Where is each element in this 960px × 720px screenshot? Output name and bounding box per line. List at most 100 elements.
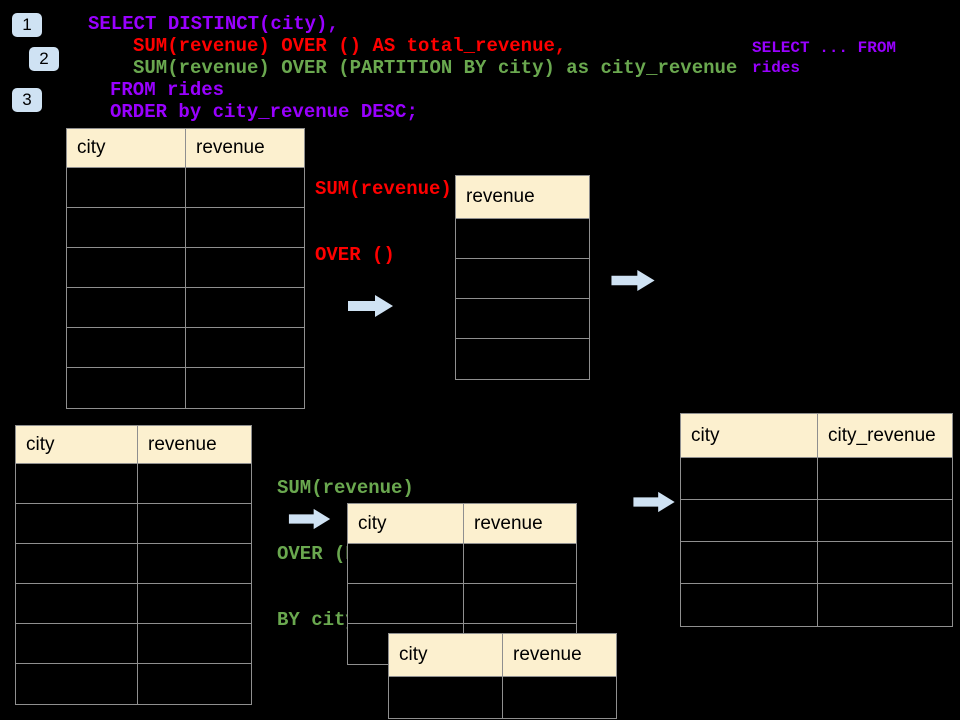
table-cell-empty — [186, 248, 304, 287]
column-header-revenue: revenue — [464, 504, 576, 543]
table-row — [67, 368, 304, 408]
table-header-row: city city_revenue — [681, 414, 952, 458]
table-cell-empty — [186, 328, 304, 367]
arrow-revenue-to-total-icon — [611, 269, 655, 292]
sql-select-line: SELECT DISTINCT(city), — [88, 13, 339, 35]
table-row — [681, 500, 952, 542]
table-cell-empty — [67, 368, 186, 408]
table-cell-empty — [389, 677, 503, 718]
table-row — [16, 664, 251, 704]
table-cell-empty — [348, 584, 464, 623]
table-header-row: city revenue — [389, 634, 616, 677]
table-cell-empty — [138, 544, 251, 583]
column-header-city: city — [67, 129, 186, 167]
sql-order-line: ORDER by city_revenue DESC; — [110, 101, 418, 123]
table-header-row: city revenue — [16, 426, 251, 464]
table-row — [456, 259, 589, 299]
table-header-row: city revenue — [67, 129, 304, 168]
table-cell-empty — [681, 542, 818, 583]
table-row — [16, 464, 251, 504]
table-header-row: city revenue — [348, 504, 576, 544]
table-cell-empty — [456, 219, 589, 258]
table-row — [348, 544, 576, 584]
table-cell-empty — [818, 584, 952, 626]
table-cell-empty — [456, 339, 589, 379]
sql-city-revenue-line: SUM(revenue) OVER (PARTITION BY city) as… — [133, 57, 738, 79]
table-cell-empty — [456, 259, 589, 298]
table-cell-empty — [681, 500, 818, 541]
table-cell-empty — [186, 288, 304, 327]
column-header-city: city — [389, 634, 503, 676]
table-cell-empty — [16, 584, 138, 623]
column-header-city: city — [681, 414, 818, 457]
table-row — [67, 288, 304, 328]
step-badge-2: 2 — [29, 47, 59, 71]
table-row — [456, 299, 589, 339]
annotation-line: SUM(revenue) — [277, 477, 414, 499]
annotation-line: SUM(revenue) — [315, 178, 452, 200]
table-cell-empty — [818, 500, 952, 541]
arrow-partition-to-result-icon — [633, 491, 675, 513]
table-cell-empty — [818, 542, 952, 583]
sql-from-line: FROM rides — [110, 79, 225, 101]
table-cell-empty — [681, 458, 818, 499]
column-header-city-revenue: city_revenue — [818, 414, 952, 457]
column-header-city: city — [348, 504, 464, 543]
step-badge-3: 3 — [12, 88, 42, 112]
table-row — [67, 208, 304, 248]
table-cell-empty — [681, 584, 818, 626]
column-header-city: city — [16, 426, 138, 463]
table-cell-empty — [464, 584, 576, 623]
table-cell-empty — [67, 208, 186, 247]
arrow-source-to-partition-icon — [288, 508, 331, 530]
table-row — [681, 542, 952, 584]
table-cell-empty — [186, 208, 304, 247]
table-row — [456, 219, 589, 259]
table-cell-empty — [138, 464, 251, 503]
arrow-source-to-revenue-icon — [348, 295, 393, 317]
table-cell-empty — [67, 168, 186, 207]
table-cell-empty — [16, 664, 138, 704]
table-row — [389, 677, 616, 718]
table-row — [16, 584, 251, 624]
table-cell-empty — [818, 458, 952, 499]
table-cell-empty — [464, 544, 576, 583]
table-cell-empty — [138, 624, 251, 663]
table-row — [67, 248, 304, 288]
table-cell-empty — [16, 504, 138, 543]
table-cell-empty — [67, 328, 186, 367]
table-row — [681, 584, 952, 626]
column-header-revenue: revenue — [138, 426, 251, 463]
table-cell-empty — [456, 299, 589, 338]
column-header-revenue: revenue — [456, 176, 589, 218]
table-header-row: revenue — [456, 176, 589, 219]
table-revenue-only: revenue — [455, 175, 590, 380]
sql-total-revenue-line: SUM(revenue) OVER () AS total_revenue, — [133, 35, 567, 57]
table-result: city city_revenue — [680, 413, 953, 627]
table-rides-source-bottom: city revenue — [15, 425, 252, 705]
table-cell-empty — [138, 664, 251, 704]
table-cell-empty — [16, 624, 138, 663]
sql-note-select-from-rides: SELECT ... FROM rides — [752, 39, 897, 77]
table-partition-front: city revenue — [388, 633, 617, 719]
table-cell-empty — [16, 544, 138, 583]
table-cell-empty — [67, 248, 186, 287]
table-cell-empty — [503, 677, 616, 718]
table-row — [681, 458, 952, 500]
table-row — [16, 504, 251, 544]
table-row — [348, 584, 576, 624]
step-badge-1: 1 — [12, 13, 42, 37]
table-row — [67, 168, 304, 208]
table-cell-empty — [186, 168, 304, 207]
table-cell-empty — [16, 464, 138, 503]
table-row — [16, 624, 251, 664]
table-cell-empty — [186, 368, 304, 408]
table-cell-empty — [138, 584, 251, 623]
table-row — [456, 339, 589, 379]
table-rides-source-top: city revenue — [66, 128, 305, 409]
table-cell-empty — [138, 504, 251, 543]
annotation-sum-over-total: SUM(revenue) OVER () — [315, 134, 452, 310]
table-row — [67, 328, 304, 368]
table-cell-empty — [348, 544, 464, 583]
